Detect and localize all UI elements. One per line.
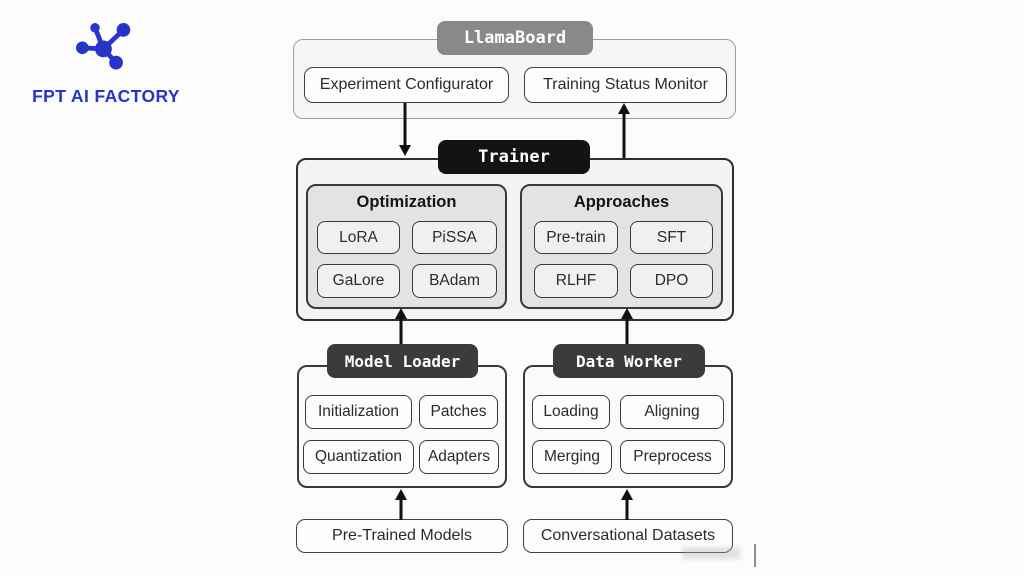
optimization-title: Optimization (356, 193, 457, 211)
arrow-datasets-to-data-worker (621, 489, 633, 520)
data-worker-header: Data Worker (553, 344, 705, 378)
experiment-configurator-box: Experiment Configurator (304, 67, 509, 103)
arrow-data-worker-to-approaches (621, 308, 633, 346)
arrow-configurator-to-trainer (399, 103, 411, 156)
chip-dpo: DPO (630, 264, 713, 298)
cursor-artifact (754, 544, 756, 567)
chip-loading: Loading (532, 395, 610, 429)
chip-patches: Patches (419, 395, 498, 429)
logo-text: FPT AI FACTORY (32, 86, 180, 106)
trainer-header: Trainer (438, 140, 590, 174)
fpt-ai-factory-logo: FPT AI FACTORY (30, 22, 182, 107)
approaches-title: Approaches (573, 193, 670, 211)
chip-badam: BAdam (412, 264, 497, 298)
watermark-smudge (682, 547, 740, 559)
arrow-model-loader-to-optimization (395, 308, 407, 346)
chip-preprocess: Preprocess (620, 440, 725, 474)
arrow-trainer-to-status-monitor (618, 103, 630, 158)
chip-initialization: Initialization (305, 395, 412, 429)
chip-pretrain: Pre-train (534, 221, 618, 254)
chip-aligning: Aligning (620, 395, 724, 429)
chip-quantization: Quantization (303, 440, 414, 474)
arrow-pretrained-to-model-loader (395, 489, 407, 520)
chip-rlhf: RLHF (534, 264, 618, 298)
llamaboard-header: LlamaBoard (437, 21, 593, 55)
chip-sft: SFT (630, 221, 713, 254)
chip-pissa: PiSSA (412, 221, 497, 254)
chip-merging: Merging (532, 440, 612, 474)
chip-galore: GaLore (317, 264, 400, 298)
model-loader-header: Model Loader (327, 344, 478, 378)
training-status-monitor-box: Training Status Monitor (524, 67, 727, 103)
chip-lora: LoRA (317, 221, 400, 254)
pretrained-models-box: Pre-Trained Models (296, 519, 508, 553)
chip-adapters: Adapters (419, 440, 499, 474)
molecule-icon (76, 23, 131, 70)
